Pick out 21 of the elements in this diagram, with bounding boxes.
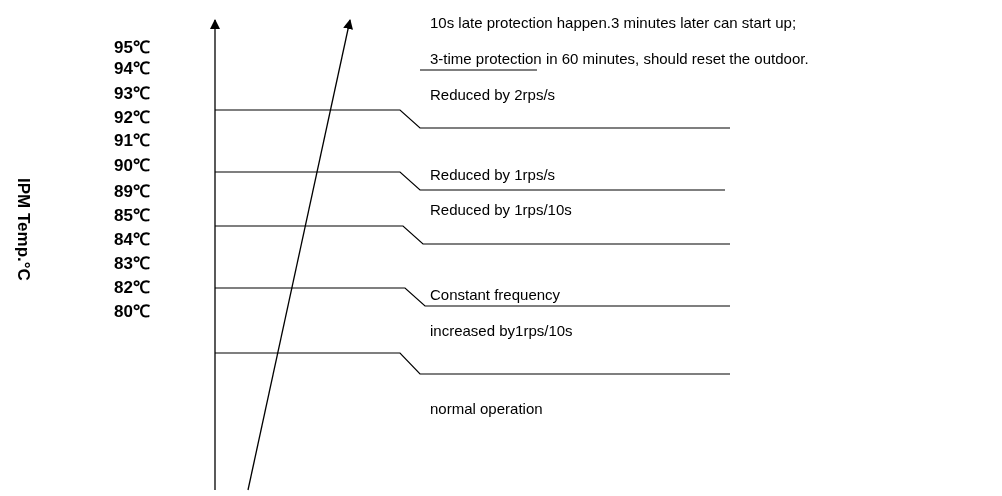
temperature-label: 95℃ xyxy=(113,39,150,57)
zone-description: 3-time protection in 60 minutes, should reset the outdoor. xyxy=(430,50,809,68)
temperature-label: 90℃ xyxy=(113,157,150,175)
temperature-label: 91℃ xyxy=(113,132,150,150)
temperature-label: 82℃ xyxy=(113,279,150,297)
temperature-label: 80℃ xyxy=(113,303,150,321)
zone-description: Constant frequency xyxy=(430,286,561,304)
temperature-label: 84℃ xyxy=(113,231,150,249)
zone-description: Reduced by 1rps/s xyxy=(430,166,556,184)
temperature-label: 92℃ xyxy=(113,109,150,127)
zone-description: 10s late protection happen.3 minutes later can start up; xyxy=(430,14,797,32)
temperature-label: 94℃ xyxy=(113,60,150,78)
temperature-label: 89℃ xyxy=(113,183,150,201)
zone-description: normal operation xyxy=(430,400,543,418)
zone-description: Reduced by 1rps/10s xyxy=(430,201,572,219)
temperature-label: 85℃ xyxy=(113,207,150,225)
axis-title: IPM Temp.°C xyxy=(14,178,32,281)
temperature-label: 83℃ xyxy=(113,255,150,273)
temperature-label: 93℃ xyxy=(113,85,150,103)
zone-description: increased by1rps/10s xyxy=(430,322,573,340)
zone-description: Reduced by 2rps/s xyxy=(430,86,556,104)
